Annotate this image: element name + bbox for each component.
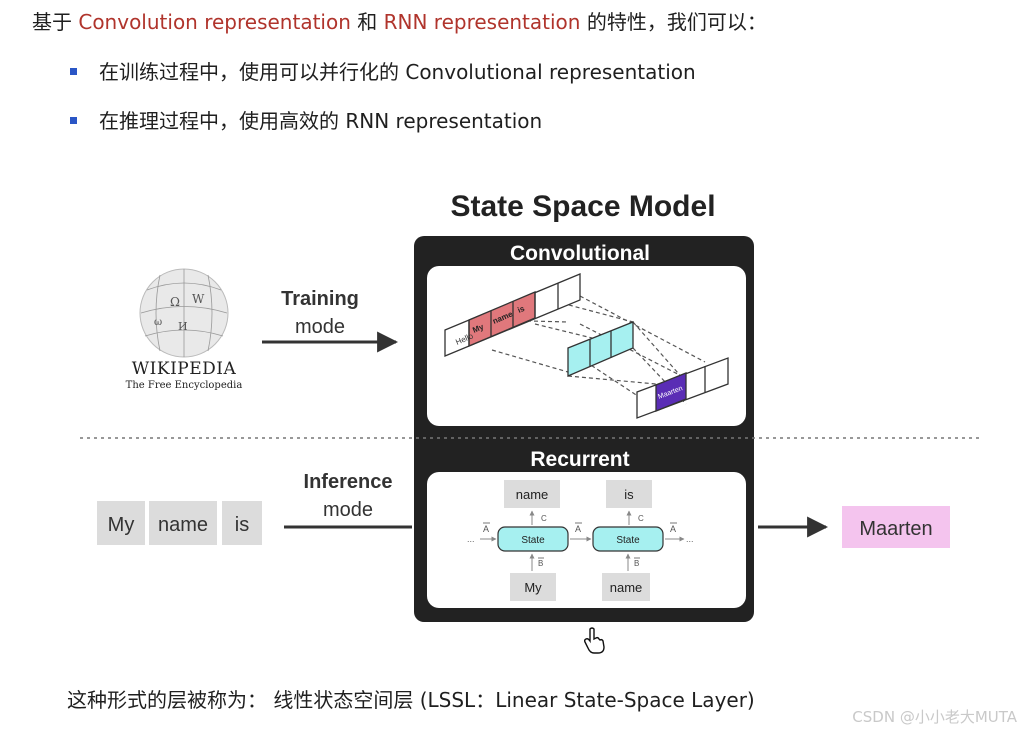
conv-kernel <box>567 321 634 377</box>
conv-token: My <box>471 322 485 335</box>
wikipedia-globe-icon: Ω W И ω <box>139 268 229 358</box>
c-label: C <box>638 514 644 523</box>
intro-conv-term: Convolution representation <box>78 10 351 34</box>
rec-output-token-box <box>504 480 560 508</box>
rec-input-token-box <box>510 573 556 601</box>
intro-and: 和 <box>350 10 384 34</box>
rec-input-token: My <box>524 580 542 595</box>
conv-output-cell <box>655 372 687 412</box>
bullet-text: 在推理过程中，使用高效的 RNN representation <box>99 109 543 133</box>
bullet-marker <box>70 68 77 75</box>
bullet-text: 在训练过程中，使用可以并行化的 Convolutional representa… <box>99 60 696 84</box>
svg-text:ω: ω <box>154 317 162 328</box>
inference-mode-label: mode <box>323 499 373 521</box>
training-label: Training <box>281 288 359 310</box>
bullet-marker <box>70 117 77 124</box>
state-cell <box>497 526 569 552</box>
watermark: CSDN @小小老大MUTA <box>852 708 1017 726</box>
bullet-item: 在训练过程中，使用可以并行化的 Convolutional representa… <box>70 58 696 86</box>
wikipedia-wordmark: WIKIPEDIA <box>132 359 237 379</box>
state-label: State <box>521 535 545 546</box>
rec-panel-title: Recurrent <box>530 448 629 471</box>
intro-sentence: 基于 Convolution representation 和 RNN repr… <box>32 8 767 36</box>
footer-text: 这种形式的层被称为： 线性状态空间层 (LSSL：Linear State-Sp… <box>67 688 755 712</box>
ssm-figure: State Space Model Convolutional Recurren… <box>80 190 980 622</box>
input-token: is <box>235 514 249 536</box>
conv-token: is <box>516 304 526 315</box>
svg-text:W: W <box>192 292 205 306</box>
a-label: A <box>575 524 581 534</box>
input-token: name <box>158 514 208 536</box>
input-token-box <box>222 501 262 545</box>
rec-output-token: is <box>624 487 634 502</box>
state-label: State <box>616 535 640 546</box>
svg-text:Ω: Ω <box>170 295 180 309</box>
wikipedia-tagline: The Free Encyclopedia <box>126 380 243 391</box>
a-label: A <box>670 524 676 534</box>
figure-title: State Space Model <box>450 190 715 223</box>
input-token-box <box>97 501 145 545</box>
rec-output-token-box <box>606 480 652 508</box>
input-token: My <box>108 514 135 536</box>
b-label: B <box>538 559 543 568</box>
rec-diagram: name is C C State State ... A A A ... B … <box>467 480 694 601</box>
ellipsis: ... <box>686 534 694 544</box>
ellipsis: ... <box>467 534 475 544</box>
inference-label: Inference <box>304 471 393 493</box>
state-cell <box>592 526 664 552</box>
input-token-box <box>149 501 217 545</box>
a-label: A <box>483 524 489 534</box>
output-token: Maarten <box>859 518 932 540</box>
rec-input-token: name <box>610 580 643 595</box>
svg-text:И: И <box>178 320 188 333</box>
b-label: B <box>634 559 639 568</box>
intro-prefix: 基于 <box>32 10 79 34</box>
output-token-box <box>842 506 950 548</box>
bullet-item: 在推理过程中，使用高效的 RNN representation <box>70 107 542 135</box>
rec-output-token: name <box>516 487 549 502</box>
intro-rnn-term: RNN representation <box>383 10 581 34</box>
conv-diagram: Hello My name is Maarten <box>444 273 729 419</box>
conv-panel-title: Convolutional <box>510 242 650 265</box>
training-mode-label: mode <box>295 316 345 338</box>
intro-suffix: 的特性，我们可以： <box>580 10 767 34</box>
c-label: C <box>541 514 547 523</box>
rec-panel <box>427 472 746 608</box>
hand-cursor-icon <box>584 627 605 654</box>
rec-input-token-box <box>602 573 650 601</box>
